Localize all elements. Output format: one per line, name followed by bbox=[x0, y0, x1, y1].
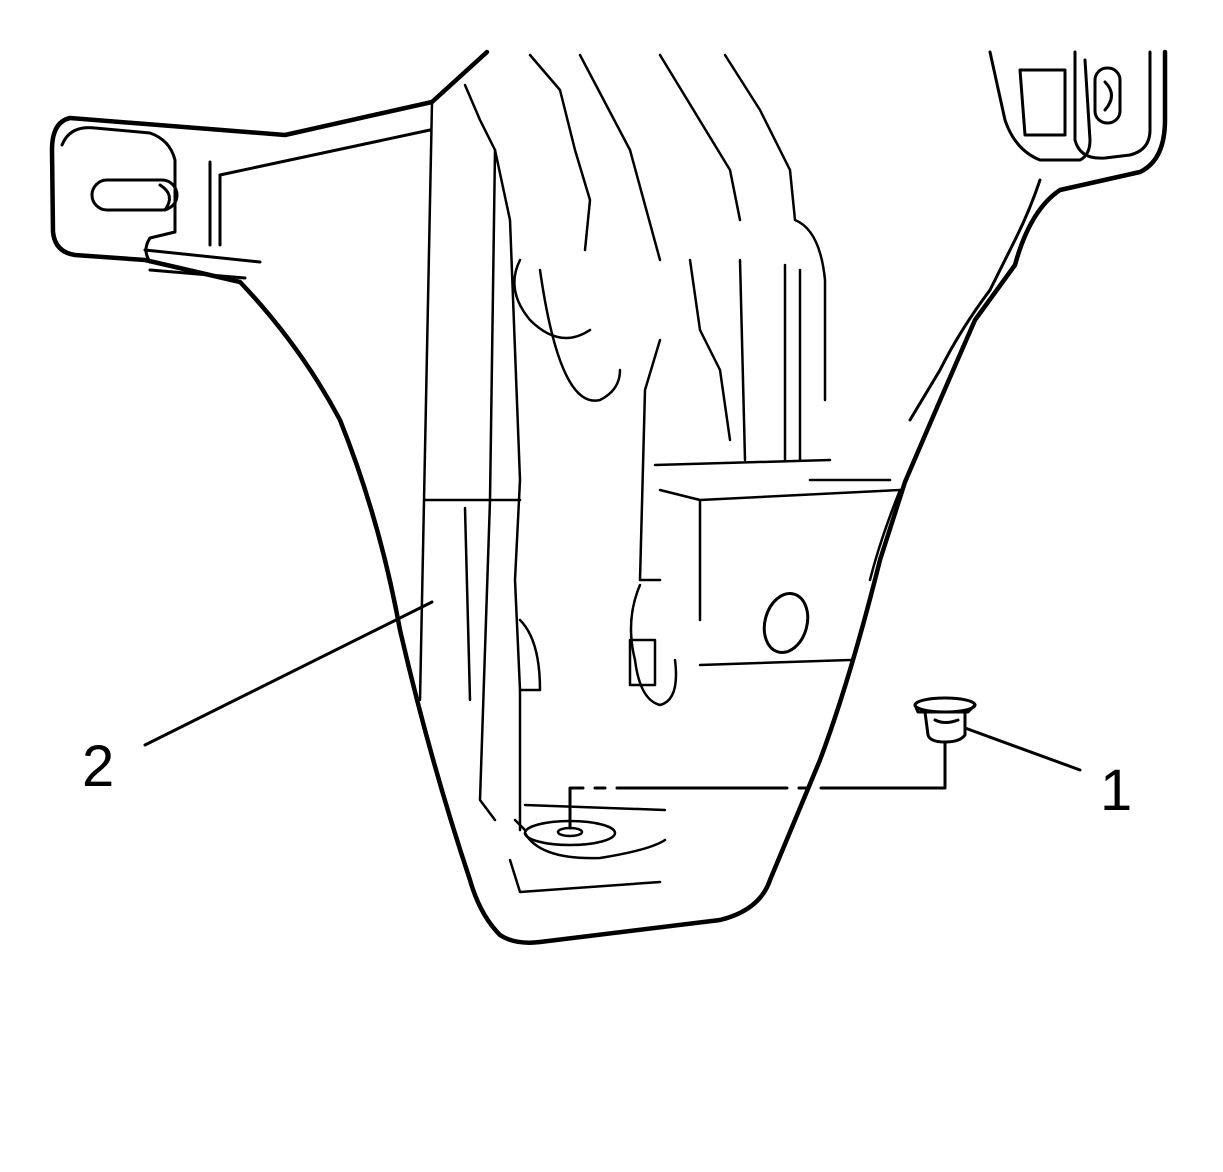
left-mounting-ear bbox=[60, 126, 432, 280]
leader-line-1 bbox=[963, 726, 1082, 772]
bracket-internal-details bbox=[378, 53, 902, 894]
leader-line-2 bbox=[143, 600, 434, 747]
right-mounting-ear bbox=[908, 50, 1152, 422]
panel-hole bbox=[762, 592, 810, 654]
mounting-boss bbox=[523, 803, 667, 860]
fastener-nut bbox=[913, 696, 977, 744]
callout-label-1: 1 bbox=[1100, 758, 1133, 823]
bracket-outline bbox=[49, 49, 1168, 945]
installation-path-line bbox=[568, 740, 947, 830]
callout-label-2: 2 bbox=[82, 734, 115, 799]
